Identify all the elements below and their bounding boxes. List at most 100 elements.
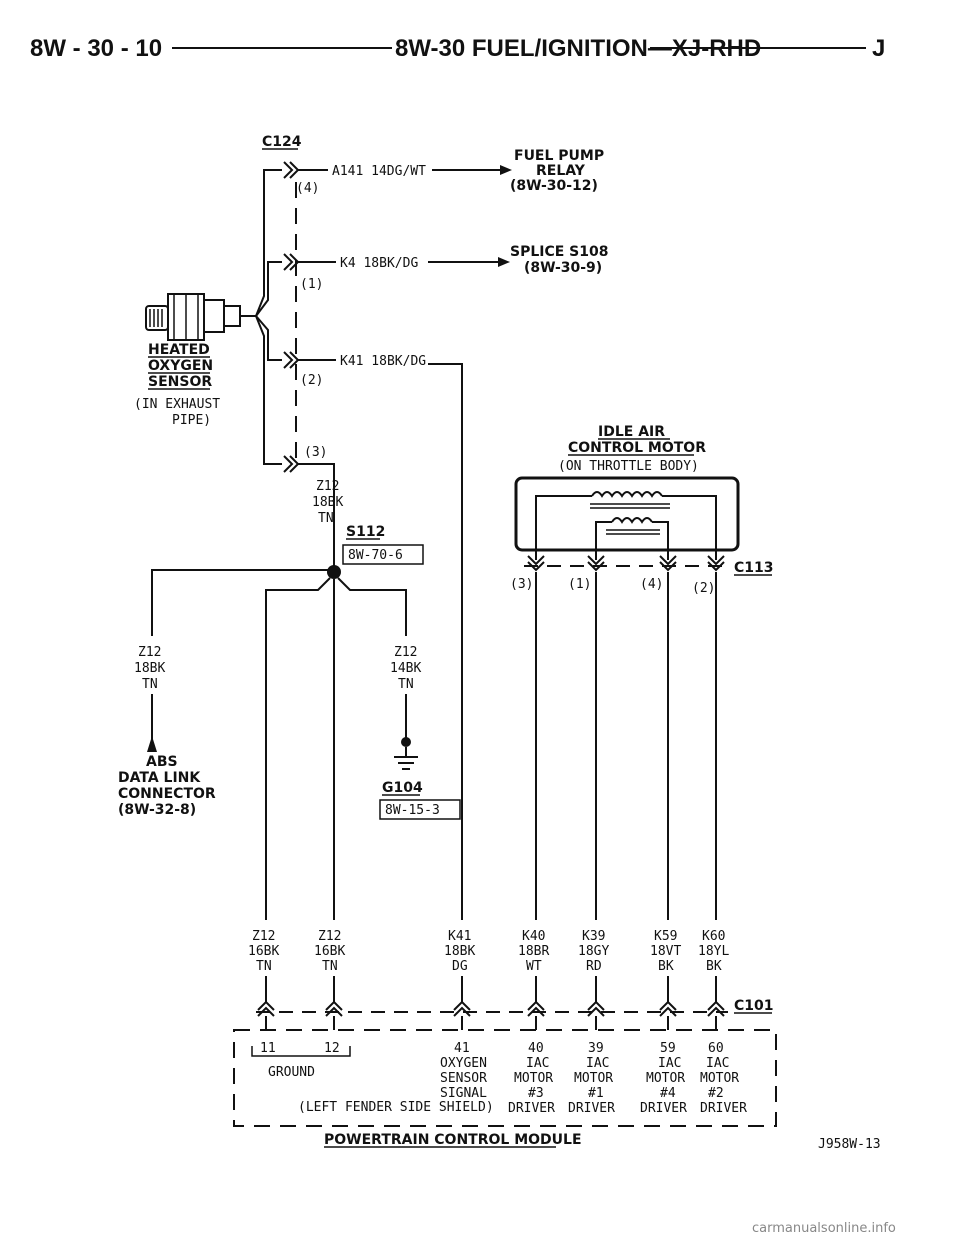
iac-motor-icon xyxy=(514,476,740,560)
pcm-pin-40: 40 xyxy=(528,1041,544,1056)
header-code: J xyxy=(872,35,885,62)
bw-k60-l2: 18YL xyxy=(698,944,729,959)
bw-k41-l1: K41 xyxy=(448,929,471,944)
connector-c101-label: C101 xyxy=(734,998,774,1014)
pcm-pin-59-l3: #4 xyxy=(660,1086,676,1101)
c113-terminal-3 xyxy=(527,555,545,572)
pcm-pin-40-l3: #3 xyxy=(528,1086,544,1101)
pcm-pin-12: 12 xyxy=(324,1041,340,1056)
pcm-pin-40-l4: DRIVER xyxy=(508,1101,555,1116)
c124-pin-1: (1) xyxy=(300,277,323,292)
abs-arrow-icon xyxy=(147,736,157,752)
pcm-pin-41-l2: SENSOR xyxy=(440,1071,487,1086)
pcm-pin-39-l3: #1 xyxy=(588,1086,604,1101)
c113-pin-3: (3) xyxy=(510,577,533,592)
z12-left-l3: TN xyxy=(142,677,158,692)
bw-k59-l3: BK xyxy=(658,959,674,974)
fuel-pump-relay-line1: FUEL PUMP xyxy=(514,148,604,164)
bw-k60-l1: K60 xyxy=(702,929,725,944)
sensor-pigtail xyxy=(255,169,282,465)
z12-left-l1: Z12 xyxy=(138,645,161,660)
bw-k40-l3: WT xyxy=(526,959,542,974)
z12-ground-l3: TN xyxy=(398,677,414,692)
splice-s112-ref: 8W-70-6 xyxy=(348,548,403,563)
bw-z12-b-l3: TN xyxy=(322,959,338,974)
sensor-name-line1: HEATED xyxy=(148,342,210,358)
wire-z12-to-ground xyxy=(337,577,407,636)
pcm-pin-40-l1: IAC xyxy=(526,1056,549,1071)
pcm-pin-59: 59 xyxy=(660,1041,676,1056)
bw-z12-a-l3: TN xyxy=(256,959,272,974)
c113-pin-4: (4) xyxy=(640,577,663,592)
c124-pin-2: (2) xyxy=(300,373,323,388)
bw-k39-l1: K39 xyxy=(582,929,605,944)
fuel-pump-relay-ref: (8W-30-12) xyxy=(510,178,598,194)
z12-tn-l2: 18BK xyxy=(312,495,343,510)
c113-terminal-4 xyxy=(659,555,677,572)
wire-k41-label: K41 18BK/DG xyxy=(340,354,426,369)
pcm-pin-41-l1: OXYGEN xyxy=(440,1056,487,1071)
sensor-location-line2: PIPE) xyxy=(172,413,211,428)
pcm-pin-39-l1: IAC xyxy=(586,1056,609,1071)
abs-line4: (8W-32-8) xyxy=(118,802,196,818)
c101-terminals xyxy=(257,1000,725,1030)
bw-k59-l2: 18VT xyxy=(650,944,681,959)
pcm-outline xyxy=(233,1029,777,1127)
splice-s108-line1: SPLICE S108 xyxy=(510,244,609,260)
watermark: carmanualsonline.info xyxy=(752,1221,896,1236)
bw-k39-l2: 18GY xyxy=(578,944,609,959)
bw-k59-l1: K59 xyxy=(654,929,677,944)
ground-g104-label: G104 xyxy=(382,780,423,796)
z12-left-l2: 18BK xyxy=(134,661,165,676)
c124-terminal-4 xyxy=(283,161,300,179)
bw-k41-l3: DG xyxy=(452,959,468,974)
wire-z12-from-sensor xyxy=(298,463,335,566)
pcm-pin-39: 39 xyxy=(588,1041,604,1056)
bw-z12-b-l2: 16BK xyxy=(314,944,345,959)
z12-tn-l1: Z12 xyxy=(316,479,339,494)
pcm-location: (LEFT FENDER SIDE SHIELD) xyxy=(298,1100,494,1115)
iac-location: (ON THROTTLE BODY) xyxy=(558,459,699,474)
wire-a141-label: A141 14DG/WT xyxy=(332,164,426,179)
pcm-ground-label: GROUND xyxy=(268,1065,315,1080)
pcm-pin-60-l1: IAC xyxy=(706,1056,729,1071)
connector-c124-label: C124 xyxy=(262,134,302,150)
bw-k40-l2: 18BR xyxy=(518,944,549,959)
bw-k60-l3: BK xyxy=(706,959,722,974)
wire-z12-to-pcm-11 xyxy=(265,577,331,920)
iac-title-line1: IDLE AIR xyxy=(598,424,665,440)
bw-k41-l2: 18BK xyxy=(444,944,475,959)
bw-z12-b-l1: Z12 xyxy=(318,929,341,944)
pcm-pin-39-l2: MOTOR xyxy=(574,1071,613,1086)
wire-k4-label: K4 18BK/DG xyxy=(340,256,418,271)
connector-c113-label: C113 xyxy=(734,560,774,576)
splice-s112-label: S112 xyxy=(346,524,385,540)
abs-line1: ABS xyxy=(146,754,178,770)
ground-symbol-icon xyxy=(394,737,418,770)
c113-terminal-2 xyxy=(707,555,725,572)
figure-id: J958W-13 xyxy=(818,1137,881,1152)
pcm-pin-41-l3: SIGNAL xyxy=(440,1086,487,1101)
sensor-location-line1: (IN EXHAUST xyxy=(134,397,220,412)
iac-title-line2: CONTROL MOTOR xyxy=(568,440,706,456)
pcm-pin-59-l1: IAC xyxy=(658,1056,681,1071)
pcm-pin-11: 11 xyxy=(260,1041,276,1056)
pcm-pin-59-l4: DRIVER xyxy=(640,1101,687,1116)
wire-z12-to-abs xyxy=(151,569,328,636)
c124-pin-4: (4) xyxy=(296,181,319,196)
bw-z12-a-l2: 16BK xyxy=(248,944,279,959)
pcm-pin-60-l4: DRIVER xyxy=(700,1101,747,1116)
c124-terminal-3 xyxy=(283,455,300,473)
page-number: 8W - 30 - 10 xyxy=(30,35,162,62)
ground-bracket xyxy=(251,1046,351,1057)
pcm-pin-41: 41 xyxy=(454,1041,470,1056)
c113-terminal-1 xyxy=(587,555,605,572)
arrow-to-fuel-pump-relay-icon xyxy=(500,165,512,175)
splice-s108-ref: (8W-30-9) xyxy=(524,260,602,276)
bw-z12-a-l1: Z12 xyxy=(252,929,275,944)
sensor-name-line3: SENSOR xyxy=(148,374,212,390)
c113-pin-2: (2) xyxy=(692,581,715,596)
c124-pin-3: (3) xyxy=(304,445,327,460)
bw-k39-l3: RD xyxy=(586,959,602,974)
arrow-to-splice-s108-icon xyxy=(498,257,510,267)
